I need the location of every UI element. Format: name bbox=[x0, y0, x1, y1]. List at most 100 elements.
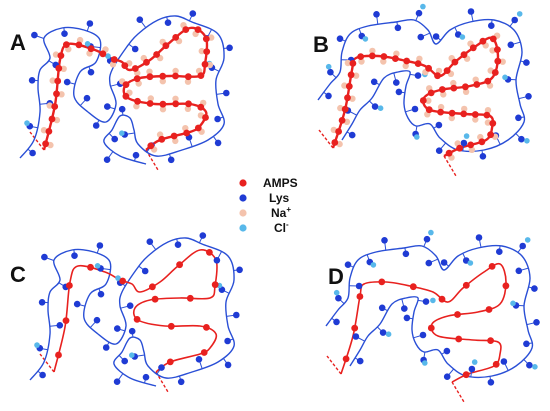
panel-a-na-ion bbox=[147, 95, 154, 102]
panel-a-lys-bead bbox=[86, 20, 94, 27]
panel-d-amps-bead bbox=[462, 371, 470, 379]
panel-b-na-ion bbox=[448, 114, 455, 122]
panel-b-amps-bead bbox=[341, 105, 349, 113]
panel-c-lys-bead bbox=[199, 232, 207, 239]
panel-c-lys-bead bbox=[113, 378, 121, 386]
panel-a-amps-bead bbox=[184, 73, 192, 81]
panel-b-cl-ion bbox=[377, 105, 384, 111]
panel-d-lys-bead bbox=[352, 333, 360, 340]
panel-b-amps-bead bbox=[489, 119, 497, 127]
panel-c-amps-bead bbox=[206, 249, 213, 256]
panel-label-a: A bbox=[10, 30, 26, 55]
panel-c-amps-bead bbox=[149, 283, 156, 291]
panel-d-cl-ion bbox=[471, 359, 478, 365]
panel-b-amps-bead bbox=[491, 69, 499, 76]
panel-a-lys-chain bbox=[19, 15, 225, 165]
panel-c-amps-bead bbox=[200, 349, 208, 356]
panel-c-lys-bead bbox=[41, 253, 48, 261]
panel-c-lys-bead bbox=[195, 356, 203, 363]
panel-b-lys-bead bbox=[373, 11, 380, 18]
panel-a-amps-bead bbox=[183, 129, 191, 137]
panel-d-amps-bead bbox=[378, 278, 386, 286]
panel-b-na-ion bbox=[472, 116, 479, 123]
panel-a-amps-bead bbox=[143, 58, 150, 66]
panel-b-amps-bead bbox=[443, 67, 451, 74]
panel-d-amps-bead bbox=[438, 295, 446, 303]
panel-a-amps-bead bbox=[133, 75, 141, 83]
panel-c-amps-bead bbox=[211, 281, 219, 289]
panel-a-diagram bbox=[19, 10, 233, 171]
panel-c-lys-bead bbox=[71, 252, 78, 259]
panel-a-lys-bead bbox=[92, 122, 100, 129]
panel-b-lys-bead bbox=[395, 88, 403, 96]
panel-b-amps-bead bbox=[460, 110, 468, 118]
panel-a-lys-bead bbox=[136, 16, 144, 24]
panel-d-cl-ion bbox=[422, 360, 428, 366]
panel-c-amps-bead bbox=[186, 294, 194, 302]
panel-label-d: D bbox=[328, 264, 344, 289]
panel-c-diagram bbox=[29, 232, 243, 393]
panel-b-amps-bead bbox=[357, 53, 365, 60]
panel-b-amps-bead bbox=[434, 72, 441, 80]
panel-d-lys-bead bbox=[531, 285, 538, 292]
panel-c-amps-bead bbox=[62, 317, 70, 324]
panel-c-amps-bead bbox=[87, 263, 94, 271]
panel-a-lys-bead bbox=[61, 30, 68, 37]
panel-b-amps-bead bbox=[489, 35, 497, 43]
legend-item-amps: AMPS bbox=[239, 176, 298, 190]
panel-a-cl-ion bbox=[84, 41, 91, 47]
panel-c-lys-bead bbox=[73, 300, 81, 308]
panel-c-amps-bead bbox=[167, 322, 175, 330]
panel-c-lys-bead bbox=[224, 361, 232, 369]
panel-a-lys-bead bbox=[83, 94, 91, 102]
legend-swatch-na bbox=[239, 209, 247, 217]
panel-b-lys-bead bbox=[515, 114, 522, 122]
legend-item-na: Na+ bbox=[239, 205, 291, 220]
panel-b-amps-bead bbox=[380, 53, 388, 60]
panel-c-lys-bead bbox=[213, 257, 221, 264]
panel-c-lys-bead bbox=[38, 299, 46, 306]
panel-a-amps-bead bbox=[203, 48, 211, 55]
panel-d-lys-chain bbox=[325, 244, 534, 379]
panel-c-lys-bead bbox=[56, 322, 64, 329]
panel-a-amps-bead bbox=[42, 140, 49, 148]
panel-b-amps-bead bbox=[349, 60, 357, 67]
panel-b-lys-bead bbox=[460, 139, 468, 147]
panel-a-amps-bead bbox=[122, 92, 130, 100]
legend-label-lys: Lys bbox=[269, 191, 290, 205]
panel-b-lys-bead bbox=[432, 33, 440, 40]
legend-swatch-cl bbox=[239, 224, 247, 232]
panel-b-amps-bead bbox=[347, 71, 355, 79]
panel-b-na-ion bbox=[484, 119, 492, 126]
panel-b-amps-bead bbox=[335, 128, 342, 135]
panel-a-amps-bead bbox=[159, 100, 167, 108]
panel-b-lys-bead bbox=[518, 135, 525, 143]
panel-a-lys-bead bbox=[132, 151, 140, 159]
panel-a-amps-bead bbox=[110, 56, 118, 63]
panel-d-amps-bead bbox=[455, 335, 463, 343]
panel-d-lys-bead bbox=[355, 282, 363, 290]
panel-b-amps-bead bbox=[494, 46, 501, 53]
panel-d-cl-ion bbox=[524, 237, 531, 243]
legend-item-cl: Cl- bbox=[239, 220, 289, 235]
panel-b-amps-bead bbox=[445, 149, 453, 157]
panel-b-cl-ion bbox=[459, 34, 466, 40]
panel-b-diagram bbox=[317, 3, 532, 177]
panel-d-lys-bead bbox=[379, 329, 387, 336]
panel-b-amps-bead bbox=[344, 94, 351, 102]
panel-d-lys-bead bbox=[403, 314, 411, 322]
panel-d-amps-bead bbox=[485, 306, 493, 313]
panel-b-amps-bead bbox=[448, 109, 456, 117]
panel-d-lys-bead bbox=[515, 267, 523, 275]
panel-a-amps-bead bbox=[55, 64, 63, 72]
panel-c-lys-chain bbox=[29, 237, 235, 387]
panel-d-cl-ion bbox=[385, 331, 392, 338]
legend-label-na: Na+ bbox=[271, 205, 291, 220]
panel-a-lys-bead bbox=[226, 44, 233, 52]
panel-b-lys-bead bbox=[479, 153, 487, 160]
panel-b-amps-tail-end bbox=[443, 155, 457, 177]
panel-d-lys-bead bbox=[378, 304, 386, 312]
panel-d-amps-bead bbox=[492, 360, 500, 368]
panel-a-amps-bead bbox=[53, 90, 60, 98]
panel-b-amps-bead bbox=[460, 51, 468, 59]
